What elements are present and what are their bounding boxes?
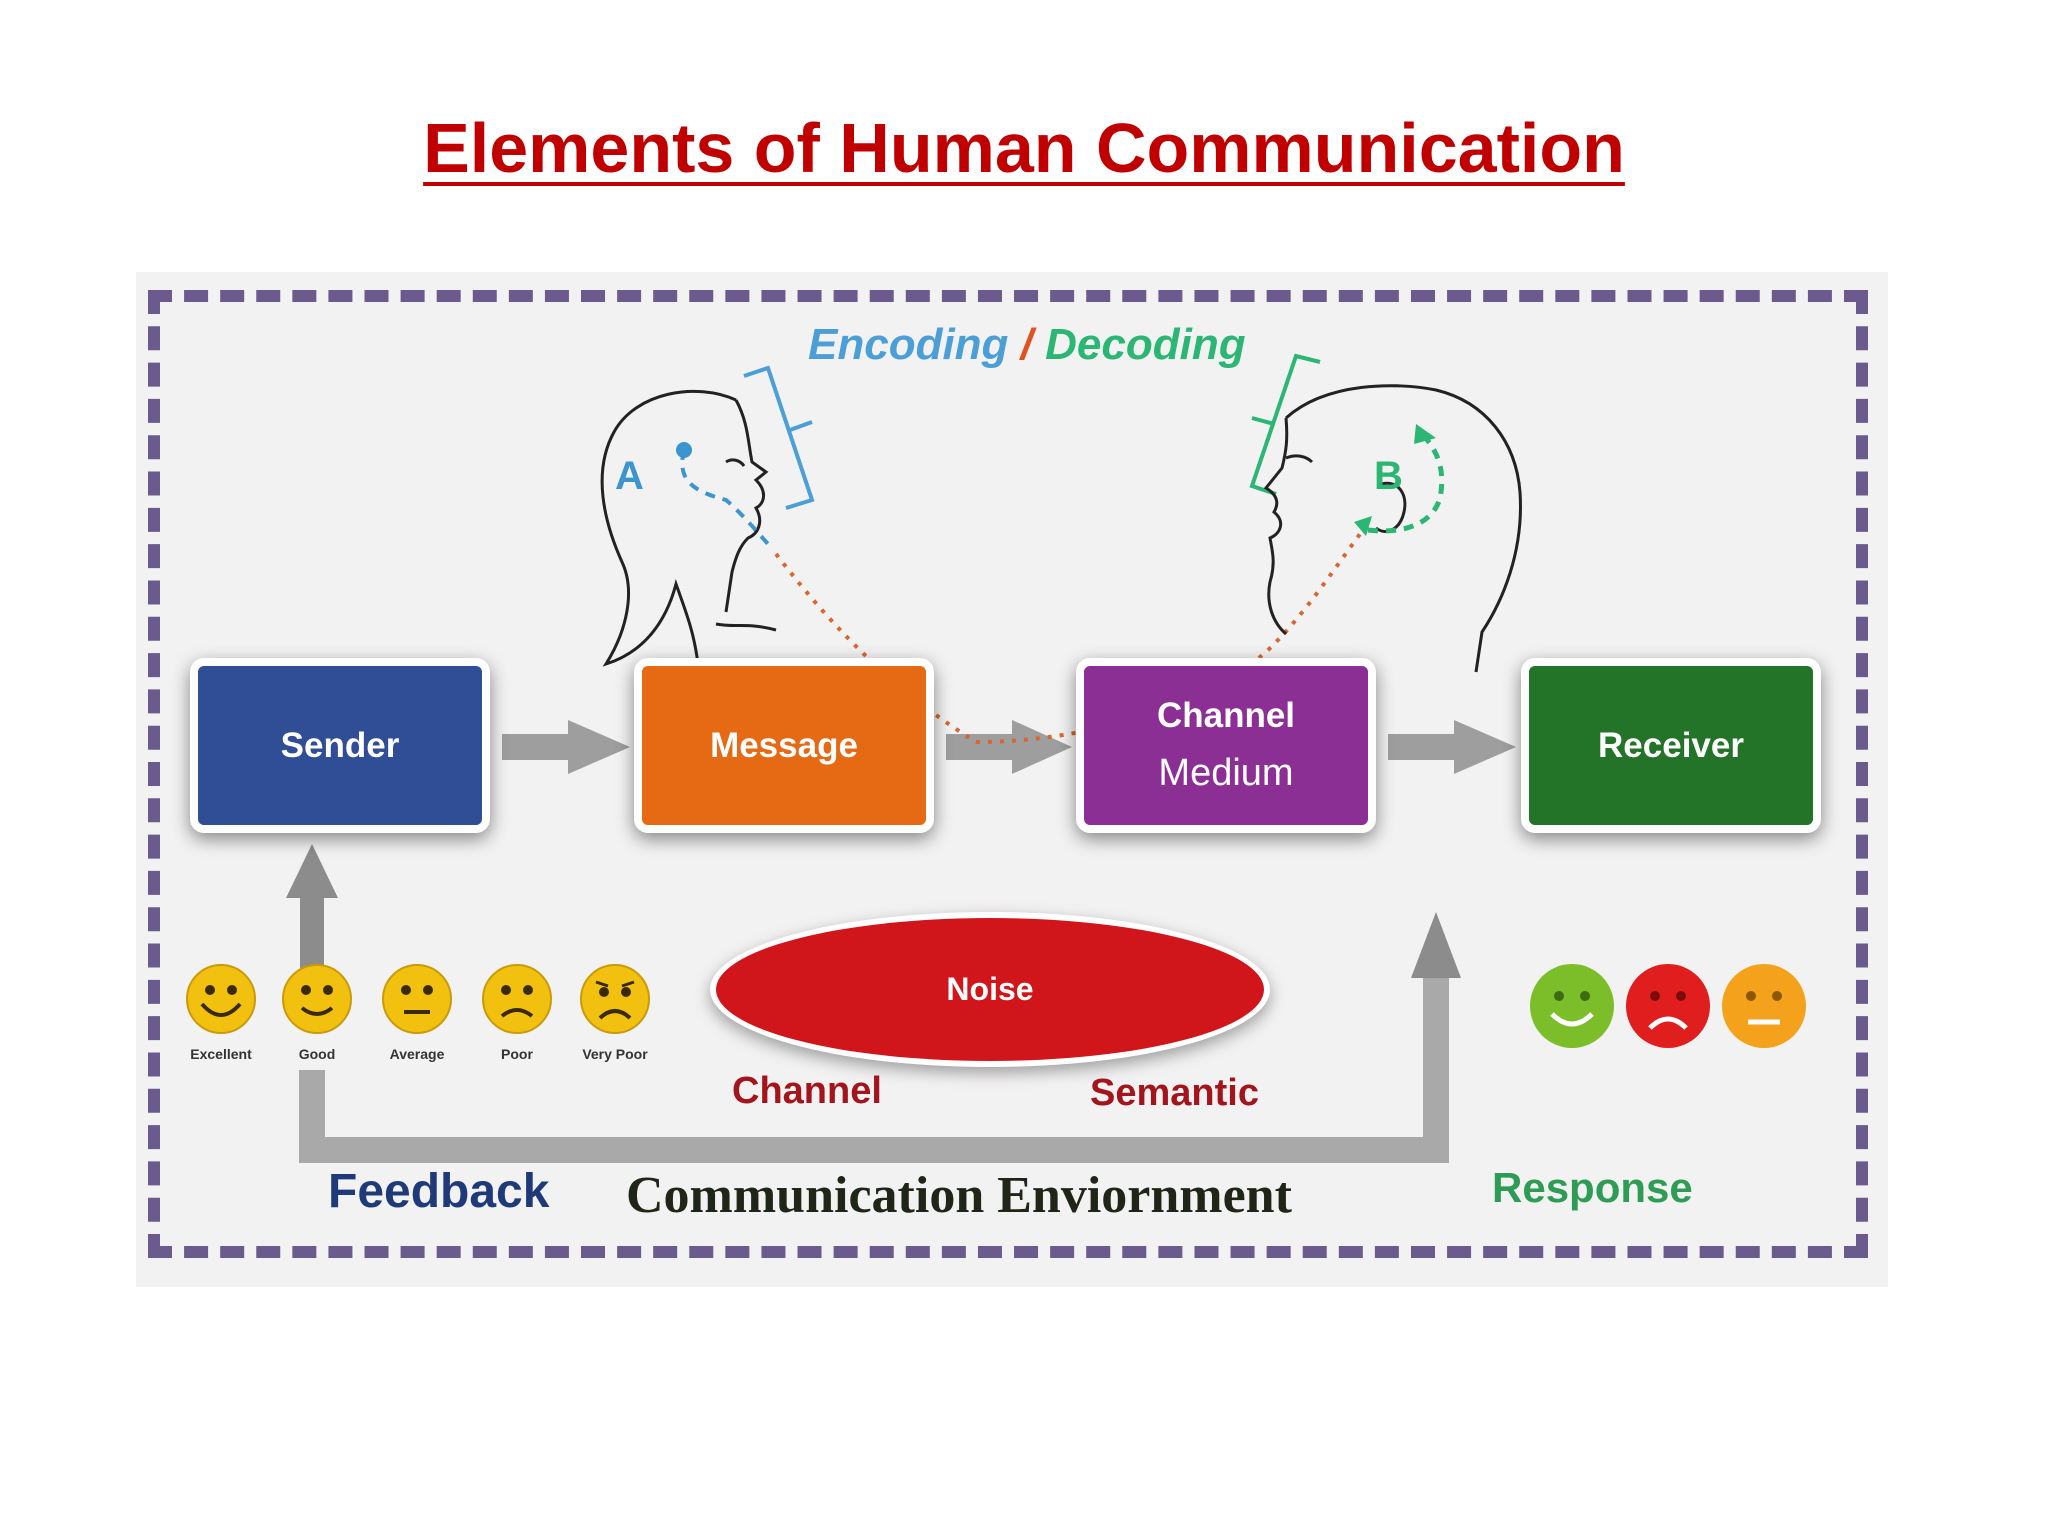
diagram-graphics [286, 353, 1522, 1163]
flow-arrow-sender-message [502, 720, 630, 774]
rating-caption-excellent: Excellent [190, 1046, 252, 1062]
flow-arrow-message-channel [946, 720, 1072, 774]
receiver-head-icon [1263, 384, 1522, 673]
slash-label: / [1020, 320, 1033, 369]
noise-label: Noise [946, 971, 1034, 1007]
sender-encoding-path [680, 449, 770, 546]
big-smile-face-icon [184, 962, 258, 1036]
rating-caption-poor: Poor [501, 1046, 533, 1062]
dashed-border [148, 290, 1868, 1258]
sender-label: Sender [280, 725, 400, 765]
message-box: Message [634, 658, 934, 833]
response-label: Response [1492, 1164, 1693, 1211]
noise-ellipse: Noise [710, 912, 1270, 1067]
sender-box: Sender [190, 658, 490, 833]
very-sad-face-icon [578, 962, 652, 1036]
sender-head-icon [600, 389, 777, 667]
flow-arrow-channel-receiver [1388, 720, 1516, 774]
happy-face-icon [1528, 962, 1616, 1050]
smile-face-icon [280, 962, 354, 1036]
slide-title-text: Elements of Human Communication [423, 109, 1625, 187]
noise-type-channel: Channel [732, 1070, 882, 1112]
channel-box: Channel Medium [1076, 658, 1376, 833]
feedback-up-arrowhead [286, 844, 338, 898]
message-label: Message [710, 725, 858, 765]
neutral-face-icon [1720, 962, 1808, 1050]
feedback-response-loop-arrow [299, 972, 1449, 1163]
response-arrowhead [1411, 912, 1461, 978]
decoding-bracket [1249, 353, 1321, 496]
communication-diagram: Encoding / Decoding A B Sender Message C… [136, 272, 1888, 1287]
slide-title: Elements of Human Communication [0, 108, 2048, 188]
rating-caption-average: Average [389, 1046, 445, 1062]
encoding-decoding-label: Encoding / Decoding [808, 320, 1246, 370]
environment-label: Communication Enviornment [626, 1167, 1292, 1224]
sender-point-label: A [615, 454, 644, 498]
encoding-bracket [743, 365, 815, 510]
channel-label: Channel [1156, 696, 1296, 735]
sad-face-icon [480, 962, 554, 1036]
rating-caption-very-poor: Very Poor [582, 1046, 648, 1062]
receiver-box: Receiver [1521, 658, 1821, 833]
receiver-point-label: B [1374, 454, 1403, 498]
neutral-face-icon [380, 962, 454, 1036]
receiver-decoding-path [1367, 434, 1445, 534]
feedback-label: Feedback [328, 1165, 550, 1218]
receiver-label: Receiver [1598, 725, 1744, 765]
medium-label: Medium [1158, 752, 1294, 794]
noise-type-semantic: Semantic [1090, 1072, 1259, 1114]
sad-face-icon [1624, 962, 1712, 1050]
decoding-label: Decoding [1045, 320, 1246, 369]
rating-caption-good: Good [298, 1046, 336, 1062]
encoding-label: Encoding [808, 320, 1009, 369]
